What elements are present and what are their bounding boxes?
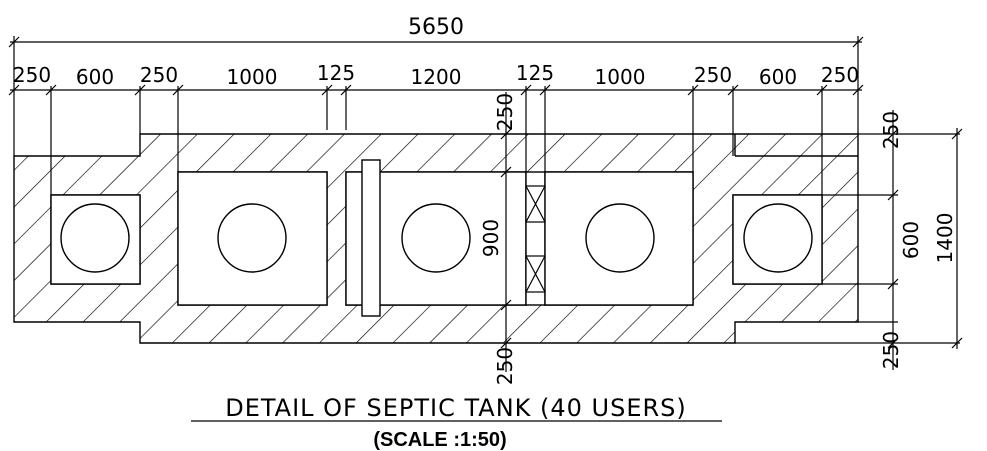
segment-label: 1200 bbox=[411, 65, 462, 89]
chamber-2 bbox=[177, 171, 328, 306]
chamber-3 bbox=[345, 159, 527, 317]
chamber-1 bbox=[50, 194, 141, 285]
drawing-title: DETAIL OF SEPTIC TANK (40 USERS) bbox=[225, 394, 687, 422]
segment-label: 600 bbox=[76, 65, 114, 89]
segment-label: 250 bbox=[694, 63, 732, 87]
right-vertical-dimensions bbox=[735, 110, 963, 370]
bottom-wall-label: 250 bbox=[493, 347, 517, 385]
inner-height-label: 900 bbox=[479, 219, 503, 257]
manhole-cover-1 bbox=[60, 203, 130, 273]
segment-label: 1000 bbox=[595, 65, 646, 89]
right-top-wall-label: 250 bbox=[879, 111, 903, 149]
middle-vertical-dimension bbox=[500, 92, 512, 372]
overall-height-label: 1400 bbox=[933, 213, 957, 264]
overall-length-label: 5650 bbox=[408, 15, 464, 40]
segment-label: 250 bbox=[140, 63, 178, 87]
segment-label: 125 bbox=[317, 61, 355, 85]
baffle-plate bbox=[361, 159, 381, 317]
right-bottom-wall-label: 250 bbox=[879, 331, 903, 369]
segment-label: 600 bbox=[759, 65, 797, 89]
manhole-cover-3 bbox=[401, 203, 471, 273]
manhole-cover-2 bbox=[217, 203, 287, 273]
top-wall-label: 250 bbox=[493, 93, 517, 131]
segment-label: 250 bbox=[13, 63, 51, 87]
drawing-scale: (SCALE :1:50) bbox=[373, 429, 506, 451]
manhole-cover-4 bbox=[585, 203, 655, 273]
honeycomb-wall bbox=[525, 171, 546, 306]
segment-dimension-line bbox=[8, 84, 864, 195]
overall-length-dimension bbox=[8, 36, 864, 156]
segment-label: 250 bbox=[821, 63, 859, 87]
manhole-cover-5 bbox=[743, 203, 813, 273]
segment-label: 125 bbox=[516, 61, 554, 85]
chamber-5 bbox=[732, 194, 823, 285]
right-chamber-label: 600 bbox=[899, 221, 923, 259]
segment-labels: 250 600 250 1000 125 1200 125 1000 250 6… bbox=[13, 61, 859, 89]
segment-label: 1000 bbox=[227, 65, 278, 89]
chamber-4 bbox=[544, 171, 694, 306]
